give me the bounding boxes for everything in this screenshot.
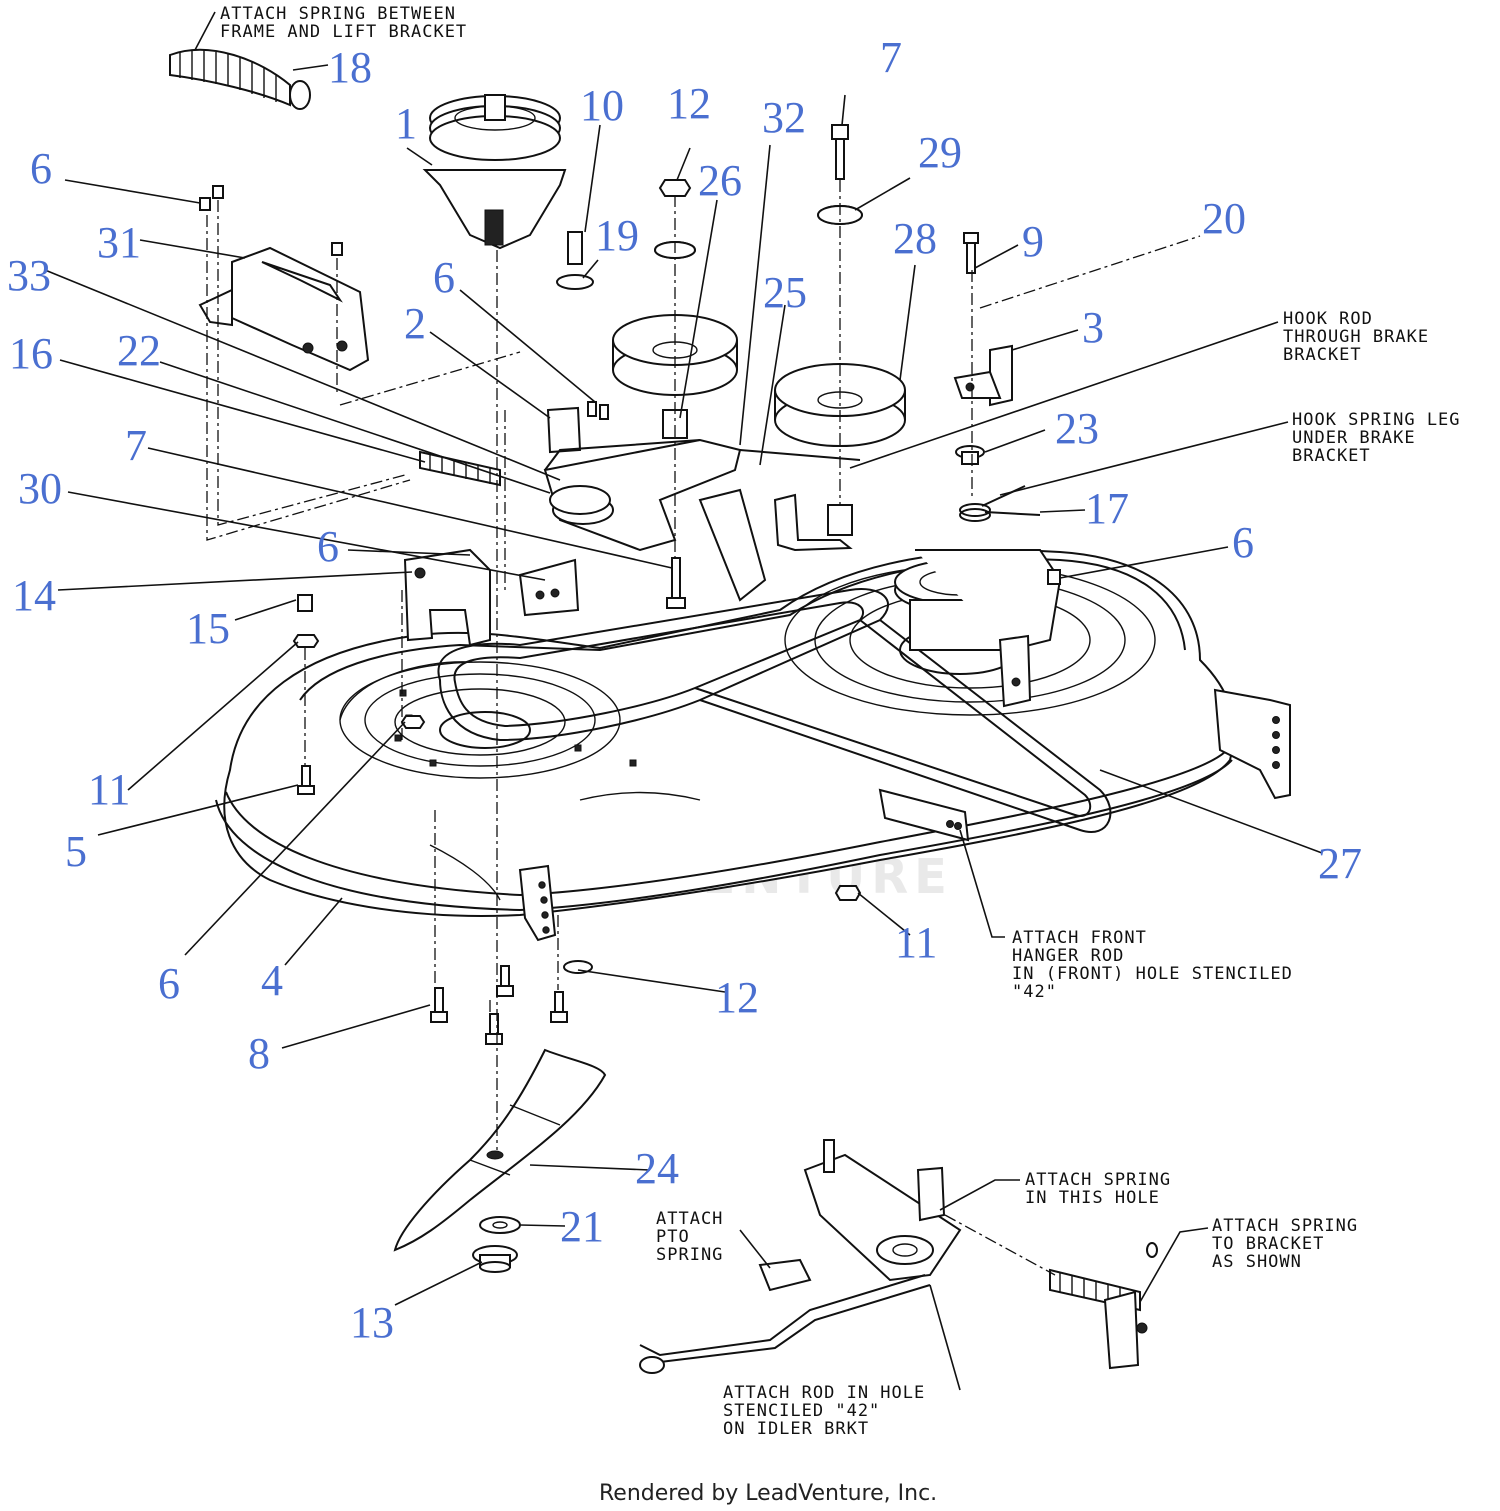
bracket-14: [403, 548, 491, 647]
callout-6c: 6: [317, 522, 339, 571]
callout-10: 10: [580, 81, 624, 130]
note-front-hanger-3: IN (FRONT) HOLE STENCILED: [1012, 964, 1293, 984]
callout-6e: 6: [158, 959, 180, 1008]
note-pto-spring-3: SPRING: [656, 1245, 723, 1265]
spring-18: [169, 48, 311, 110]
callout-23: 23: [1055, 404, 1099, 453]
assembly-notes: ATTACH SPRING BETWEEN FRAME AND LIFT BRA…: [220, 4, 1461, 1439]
callout-7b: 7: [125, 421, 147, 470]
callout-33: 33: [7, 251, 51, 300]
pto-spring-detail: [1049, 1242, 1158, 1370]
spindle-1: [422, 94, 567, 250]
callout-20: 20: [1202, 194, 1246, 243]
note-hook-rod-2: THROUGH BRAKE: [1283, 327, 1429, 347]
callout-27: 27: [1318, 839, 1362, 888]
callout-12: 12: [667, 79, 711, 128]
callout-4: 4: [261, 956, 283, 1005]
idler-bracket-detail: [639, 1139, 962, 1374]
callout-11: 11: [88, 765, 130, 814]
idler-arm-assembly: [543, 406, 861, 602]
note-rod-hole-3: ON IDLER BRKT: [723, 1419, 869, 1439]
lift-bracket-31: [198, 246, 370, 372]
callout-7: 7: [880, 33, 902, 82]
centerlines: [206, 180, 1201, 1276]
callout-30: 30: [18, 464, 62, 513]
callout-29: 29: [918, 128, 962, 177]
callout-14: 14: [12, 571, 56, 620]
mower-deck-shell: [215, 549, 1291, 942]
callout-6: 6: [30, 144, 52, 193]
callout-11b: 11: [895, 918, 937, 967]
callout-19: 19: [595, 211, 639, 260]
callout-8: 8: [248, 1029, 270, 1078]
callout-26: 26: [698, 156, 742, 205]
note-rod-hole-2: STENCILED "42": [723, 1401, 880, 1421]
note-hook-spring-2: UNDER BRAKE: [1292, 428, 1416, 448]
note-rod-hole-1: ATTACH ROD IN HOLE: [723, 1383, 925, 1403]
note-spring-bracket-3: AS SHOWN: [1212, 1252, 1302, 1272]
callout-24: 24: [635, 1144, 679, 1193]
note-hook-rod-1: HOOK ROD: [1283, 309, 1373, 329]
right-spindle-assembly: [894, 549, 1062, 708]
washer-21: [479, 1216, 521, 1234]
note-spring-frame-2: FRAME AND LIFT BRACKET: [220, 22, 467, 42]
callout-22: 22: [117, 326, 161, 375]
callout-9: 9: [1022, 217, 1044, 266]
leader-lines: [44, 11, 1323, 1391]
note-spring-bracket-1: ATTACH SPRING: [1212, 1216, 1358, 1236]
callout-16: 16: [9, 329, 53, 378]
note-hook-spring-3: BRACKET: [1292, 446, 1371, 466]
note-pto-spring-2: PTO: [656, 1227, 690, 1247]
callout-17: 17: [1085, 484, 1129, 533]
note-spring-hole-1: ATTACH SPRING: [1025, 1170, 1171, 1190]
note-pto-spring-1: ATTACH: [656, 1209, 723, 1229]
callout-numbers: 18 1 10 12 32 7 29 6 26 19 28 9 20 31 33…: [7, 33, 1362, 1347]
note-spring-hole-2: IN THIS HOLE: [1025, 1188, 1160, 1208]
callout-1: 1: [395, 99, 417, 148]
note-spring-bracket-2: TO BRACKET: [1212, 1234, 1324, 1254]
torsion-spring-17: [959, 485, 1041, 522]
callout-3: 3: [1082, 303, 1104, 352]
callout-6d: 6: [1232, 518, 1254, 567]
drive-belt: [437, 588, 1112, 833]
callout-6b: 6: [433, 253, 455, 302]
note-hook-rod-3: BRACKET: [1283, 345, 1362, 365]
callout-15: 15: [186, 604, 230, 653]
note-front-hanger-1: ATTACH FRONT: [1012, 928, 1147, 948]
note-front-hanger-4: "42": [1012, 982, 1057, 1002]
callout-21: 21: [560, 1202, 604, 1251]
callout-31: 31: [97, 218, 141, 267]
callout-32: 32: [762, 93, 806, 142]
callout-12b: 12: [715, 973, 759, 1022]
callout-25: 25: [763, 268, 807, 317]
callout-2: 2: [404, 299, 426, 348]
bushing-23: [955, 445, 985, 465]
spring-16: [419, 450, 501, 487]
blade-24: [393, 1048, 607, 1252]
footer-credit: Rendered by LeadVenture, Inc.: [599, 1481, 937, 1506]
brake-bracket-3: [953, 344, 1013, 407]
callout-5: 5: [65, 827, 87, 876]
hardware-bolts: [199, 124, 1061, 1045]
bracket-30: [518, 558, 580, 617]
note-hook-spring-1: HOOK SPRING LEG: [1292, 410, 1461, 430]
callout-28: 28: [893, 214, 937, 263]
rod-25: [773, 493, 853, 552]
note-spring-frame-1: ATTACH SPRING BETWEEN: [220, 4, 456, 24]
callout-13: 13: [350, 1298, 394, 1347]
callout-18: 18: [328, 43, 372, 92]
note-front-hanger-2: HANGER ROD: [1012, 946, 1124, 966]
nut-13: [472, 1245, 518, 1273]
